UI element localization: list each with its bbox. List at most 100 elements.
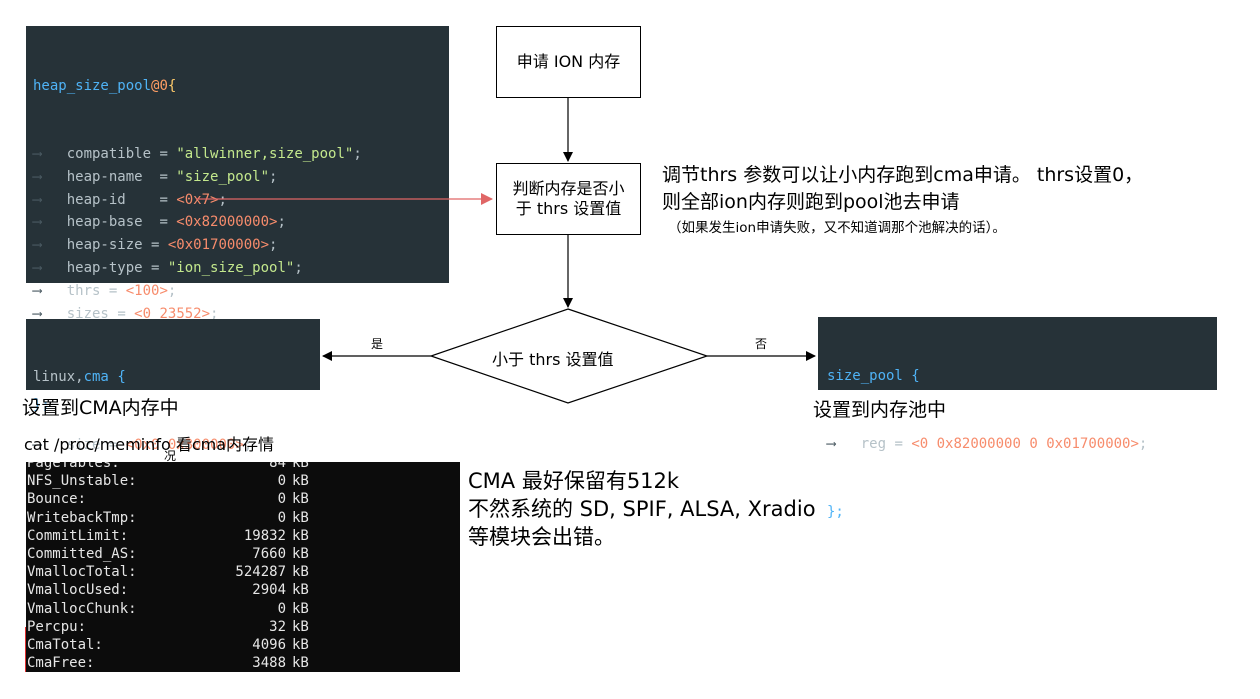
meminfo-unit: kB (292, 527, 309, 544)
meminfo-unit: kB (292, 462, 309, 471)
property-value: "size_pool" (176, 168, 270, 185)
meminfo-field: CmaTotal: (27, 636, 103, 653)
cma-open-brace: { (117, 368, 126, 385)
meminfo-field: NFS_Unstable: (27, 473, 137, 490)
property-key: compatible (66, 145, 152, 162)
code-line-open: heap_size_pool@0{ (33, 75, 449, 98)
property-key: heap-id (66, 191, 126, 208)
meminfo-value: 7660 (252, 545, 286, 562)
heap-property-line: ⟶ heap-size = <0x01700000>; (33, 237, 278, 254)
property-value: "ion_size_pool" (167, 259, 295, 276)
meminfo-value: 4096 (252, 636, 286, 653)
meminfo-value: 524287 (235, 564, 286, 581)
start-box: 申请 ION 内存 (496, 26, 641, 98)
meminfo-field: Percpu: (27, 618, 87, 635)
meminfo-row: PageTables: 84 kB (26, 462, 460, 472)
meminfo-value: 19832 (243, 527, 286, 544)
decision-diamond (429, 308, 709, 404)
meminfo-field: Bounce: (27, 491, 87, 508)
pool-code: size_pool { ⟶ reg = <0 0x82000000 0 0x01… (818, 317, 1217, 520)
pool-prop-value: <0 0x82000000 0 0x01700000> (911, 435, 1139, 452)
cma-code: linux,cma { ⟶ size = <0x0 0x300000>; }; (26, 319, 320, 521)
meminfo-row: Percpu: 32 kB (26, 618, 460, 636)
to-cma-label: 设置到CMA内存中 (22, 397, 179, 419)
meminfo-field: WritebackTmp: (27, 509, 137, 526)
meminfo-field: VmallocTotal: (27, 564, 137, 581)
meminfo-row: Bounce: 0 kB (26, 490, 460, 508)
property-key: heap-type (66, 259, 143, 276)
cma-prop-key: size (66, 436, 101, 453)
meminfo-row: NFS_Unstable: 0 kB (26, 472, 460, 490)
meminfo-value: 32 (269, 618, 286, 635)
pool-open-brace: { (911, 367, 920, 384)
cma-reserve-line3: 等模块会出错。 (468, 525, 615, 549)
heap-property-line: ⟶ compatible = "allwinner,size_pool"; (33, 145, 362, 162)
meminfo-unit: kB (292, 636, 309, 653)
cma-reserve-line2: 不然系统的 SD, SPIF, ALSA, Xradio (468, 497, 816, 521)
cma-node-name: cma (83, 368, 109, 385)
cma-node-prefix: linux, (33, 368, 84, 385)
thrs-note-line2: 则全部ion内存则跑到pool池去申请 (662, 191, 960, 213)
meminfo-unit: kB (292, 473, 309, 490)
meminfo-field: Committed_AS: (27, 545, 137, 562)
property-key: thrs (66, 282, 101, 299)
meminfo-field: VmallocChunk: (27, 600, 137, 617)
yes-label: 是 (371, 337, 384, 351)
node-name: heap_size_pool (33, 77, 152, 94)
meminfo-unit: kB (292, 545, 309, 562)
pool-code-prop: ⟶ reg = <0 0x82000000 0 0x01700000>; (827, 435, 1148, 452)
pool-node-name: size_pool (827, 367, 903, 384)
property-key: heap-base (66, 214, 143, 231)
meminfo-unit: kB (292, 600, 309, 617)
heap-property-line: ⟶ heap-type = "ion_size_pool"; (33, 259, 303, 276)
property-key: heap-size (66, 237, 143, 254)
property-value: <0 23552> (134, 305, 211, 322)
no-label: 否 (755, 337, 768, 351)
meminfo-unit: kB (292, 491, 309, 508)
open-brace: { (167, 77, 177, 94)
cma-code-prop: ⟶ size = <0x0 0x300000>; (33, 436, 253, 453)
property-value: <0x01700000> (167, 237, 270, 254)
heap-property-line: ⟶ heap-base = <0x82000000>; (33, 214, 286, 231)
heap-property-line: ⟶ sizes = <0 23552>; (33, 305, 219, 322)
meminfo-row: VmallocChunk: 0 kB (26, 600, 460, 618)
judge-box: 判断内存是否小于 thrs 设置值 (496, 163, 641, 235)
cma-reserve-line1: CMA 最好保留有512k (468, 469, 680, 493)
property-value: <100> (125, 282, 168, 299)
start-label: 申请 ION 内存 (516, 52, 621, 71)
property-key: sizes (66, 305, 109, 322)
meminfo-unit: kB (292, 655, 309, 672)
pool-code-close: }; (827, 501, 1217, 524)
meminfo-caption: cat /proc/meminfo 看cma内存情 (24, 435, 275, 454)
node-unit-address: @0 (151, 77, 168, 94)
meminfo-value: 0 (277, 473, 286, 490)
meminfo-caption-tail: 况 (164, 449, 177, 463)
meminfo-unit: kB (292, 582, 309, 599)
meminfo-value: 84 (269, 462, 286, 471)
meminfo-field: PageTables: (27, 462, 120, 471)
close-brace: }; (33, 396, 50, 413)
property-value: <0x82000000> (176, 214, 278, 231)
cma-prop-value: <0x0 0x300000> (125, 436, 244, 453)
pool-prop-key: reg (860, 435, 887, 452)
heap-size-pool-code: heap_size_pool@0{ ⟶ compatible = "allwin… (26, 26, 449, 413)
decision-label: 小于 thrs 设置值 (492, 350, 614, 369)
meminfo-value: 0 (277, 600, 286, 617)
cma-code-open: linux,cma { (33, 366, 320, 389)
meminfo-value: 0 (277, 491, 286, 508)
judge-label: 判断内存是否小于 thrs 设置值 (512, 179, 625, 218)
code-line-close: }; (33, 394, 449, 417)
meminfo-row: CmaTotal: 4096 kB (26, 636, 460, 654)
pool-close-brace: }; (827, 504, 844, 521)
thrs-note-line1: 调节thrs 参数可以让小内存跑到cma申请。 thrs设置0， (662, 164, 1144, 186)
meminfo-row: Committed_AS: 7660 kB (26, 545, 460, 563)
to-pool-label: 设置到内存池中 (813, 399, 947, 421)
meminfo-value: 0 (277, 509, 286, 526)
meminfo-unit: kB (292, 618, 309, 635)
